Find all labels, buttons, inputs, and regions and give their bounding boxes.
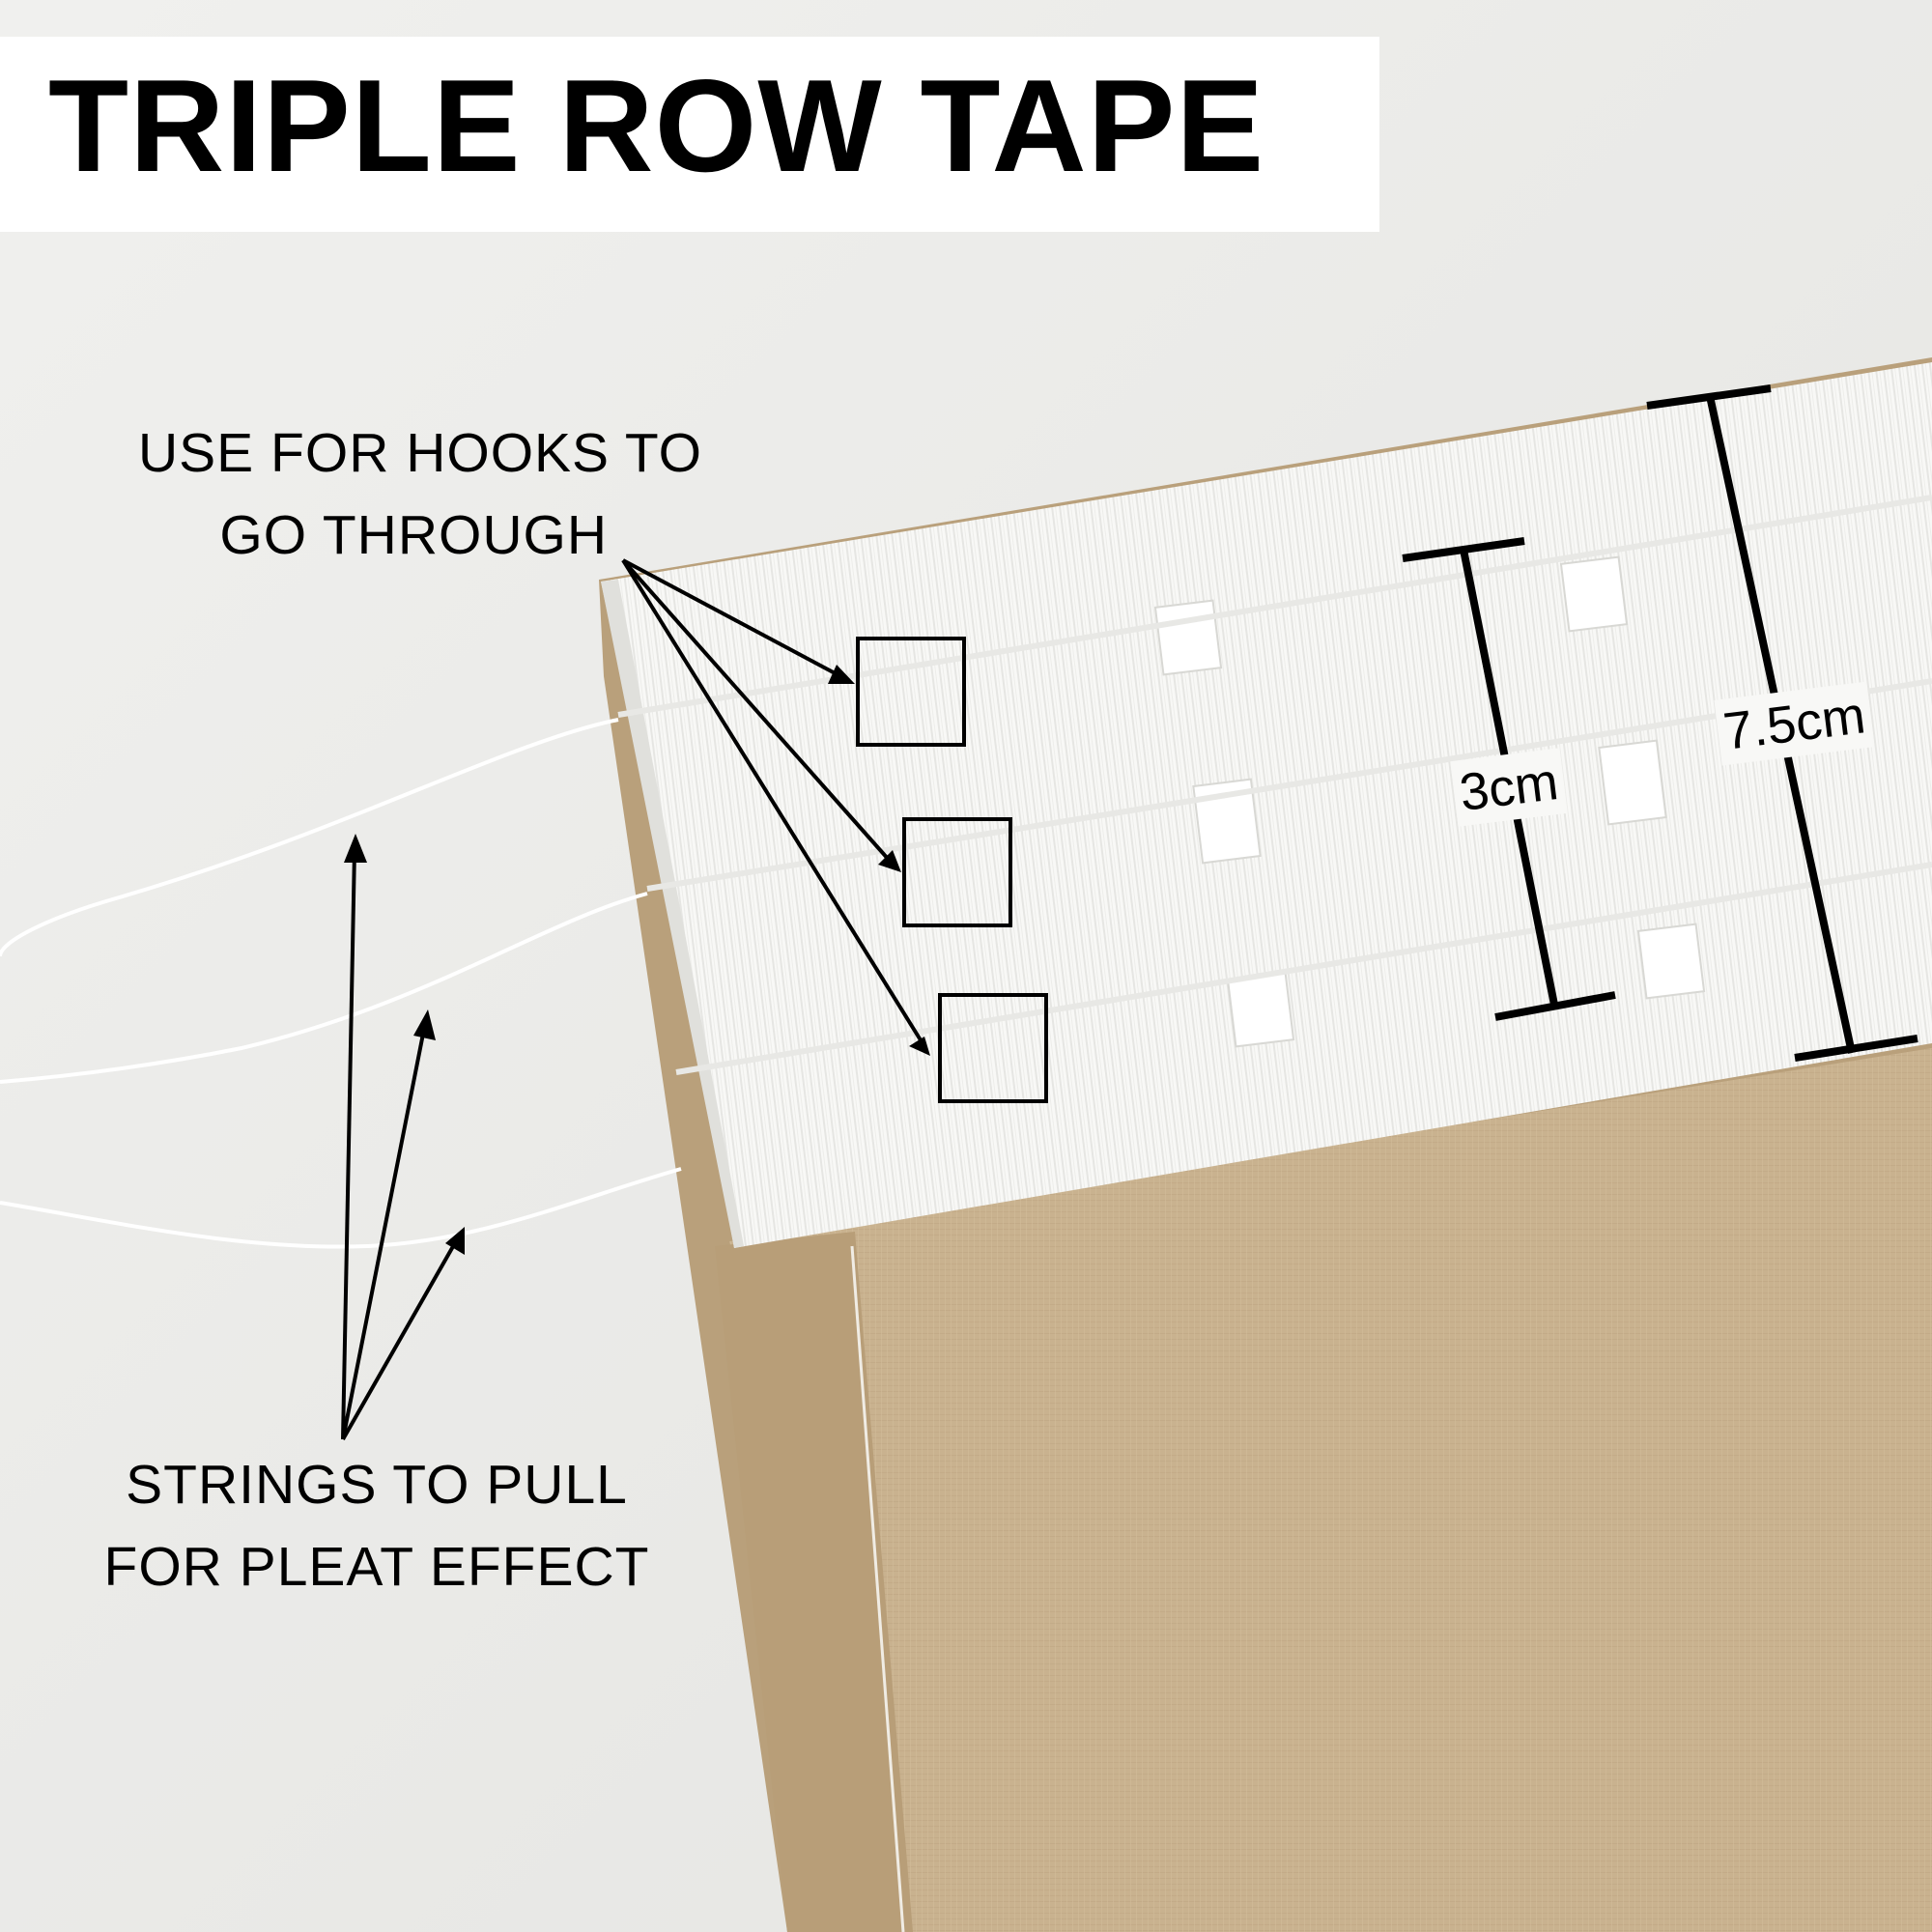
tape-pockets [1153, 555, 1706, 1048]
hook-boxes [856, 637, 1048, 1103]
string-arrows [341, 849, 458, 1440]
strings-label: STRINGS TO PULL FOR PLEAT EFFECT [68, 1444, 686, 1608]
pull-strings [0, 718, 682, 1249]
page-title: TRIPLE ROW TAPE [48, 52, 1265, 199]
hooks-label-line1: USE FOR HOOKS TO [138, 422, 702, 484]
hem-stitch [850, 1245, 905, 1932]
hook-box-bottom [938, 993, 1048, 1103]
hooks-label: USE FOR HOOKS TO GO THROUGH [70, 412, 702, 577]
hook-box-middle [902, 817, 1012, 927]
hooks-label-line2: GO THROUGH [219, 504, 608, 566]
strings-label-line1: STRINGS TO PULL [126, 1454, 628, 1516]
tape-left-edge [601, 580, 744, 1248]
hook-arrows [621, 558, 924, 1045]
dimension-label-3cm: 3cm [1450, 748, 1568, 827]
strings-label-line2: FOR PLEAT EFFECT [103, 1536, 650, 1598]
hook-box-top [856, 637, 966, 747]
dimension-text-3cm: 3cm [1450, 748, 1568, 827]
string-arrowheads [344, 834, 465, 1255]
curtain-fabric [729, 1048, 1932, 1932]
dimension-label-7-5cm: 7.5cm [1714, 681, 1875, 766]
hook-arrowheads [828, 665, 930, 1056]
title-box [0, 37, 1379, 232]
